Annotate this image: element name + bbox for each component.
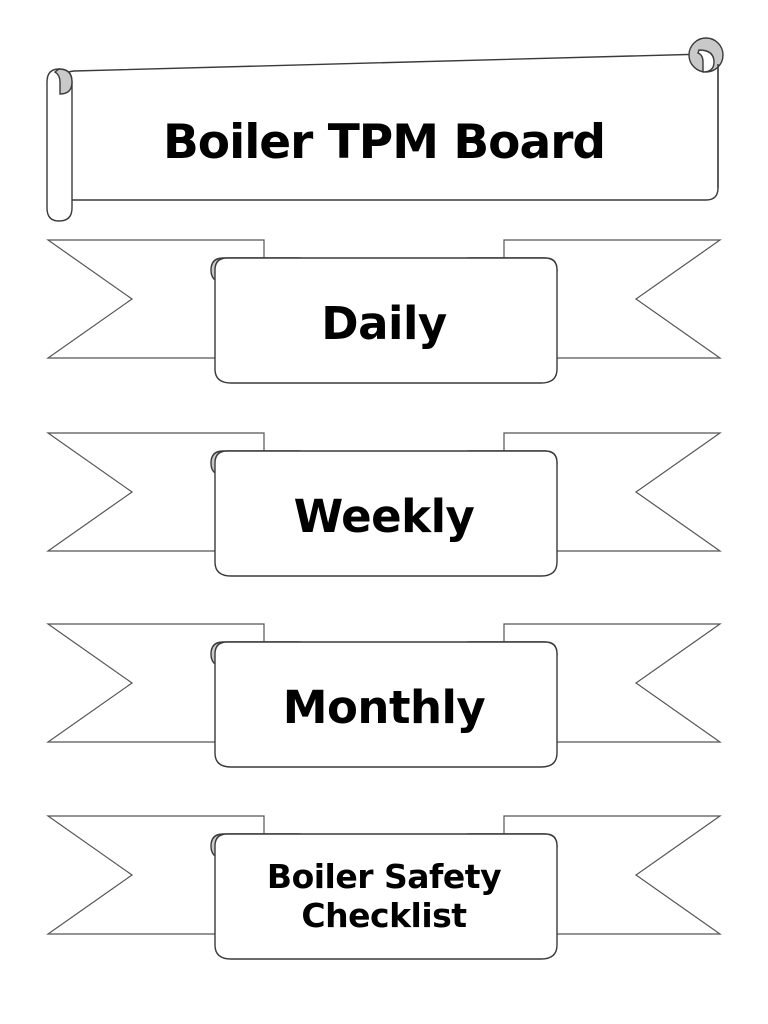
ribbon-shape: [46, 623, 722, 768]
ribbon-left-wing: [46, 239, 265, 359]
ribbon-left-wing: [46, 432, 265, 552]
ribbon-right-wing: [503, 623, 722, 743]
scroll-right-curl-inner: [697, 49, 715, 73]
ribbon-left-wing: [46, 623, 265, 743]
ribbon-center-panel: [214, 450, 558, 577]
ribbon-right-wing: [503, 239, 722, 359]
ribbon-right-wing: [503, 815, 722, 935]
ribbon-right-wing: [503, 432, 722, 552]
ribbon-monthly[interactable]: Monthly: [0, 620, 768, 772]
ribbon-boiler-safety-checklist[interactable]: Boiler Safety Checklist: [0, 812, 768, 964]
ribbon-center-panel: [214, 257, 558, 384]
ribbon-shape: [46, 815, 722, 960]
ribbon-center-panel: [214, 641, 558, 768]
ribbon-shape: [46, 432, 722, 577]
scroll-left-roll: [46, 68, 73, 222]
ribbon-weekly[interactable]: Weekly: [0, 429, 768, 581]
scroll-shape: [46, 37, 724, 222]
scroll-sheet: [61, 53, 719, 201]
ribbon-left-wing: [46, 815, 265, 935]
ribbon-center-panel: [214, 833, 558, 960]
header-scroll-banner[interactable]: Boiler TPM Board: [0, 20, 768, 222]
ribbon-daily[interactable]: Daily: [0, 236, 768, 388]
ribbon-shape: [46, 239, 722, 384]
scroll-left-curl: [53, 68, 73, 95]
